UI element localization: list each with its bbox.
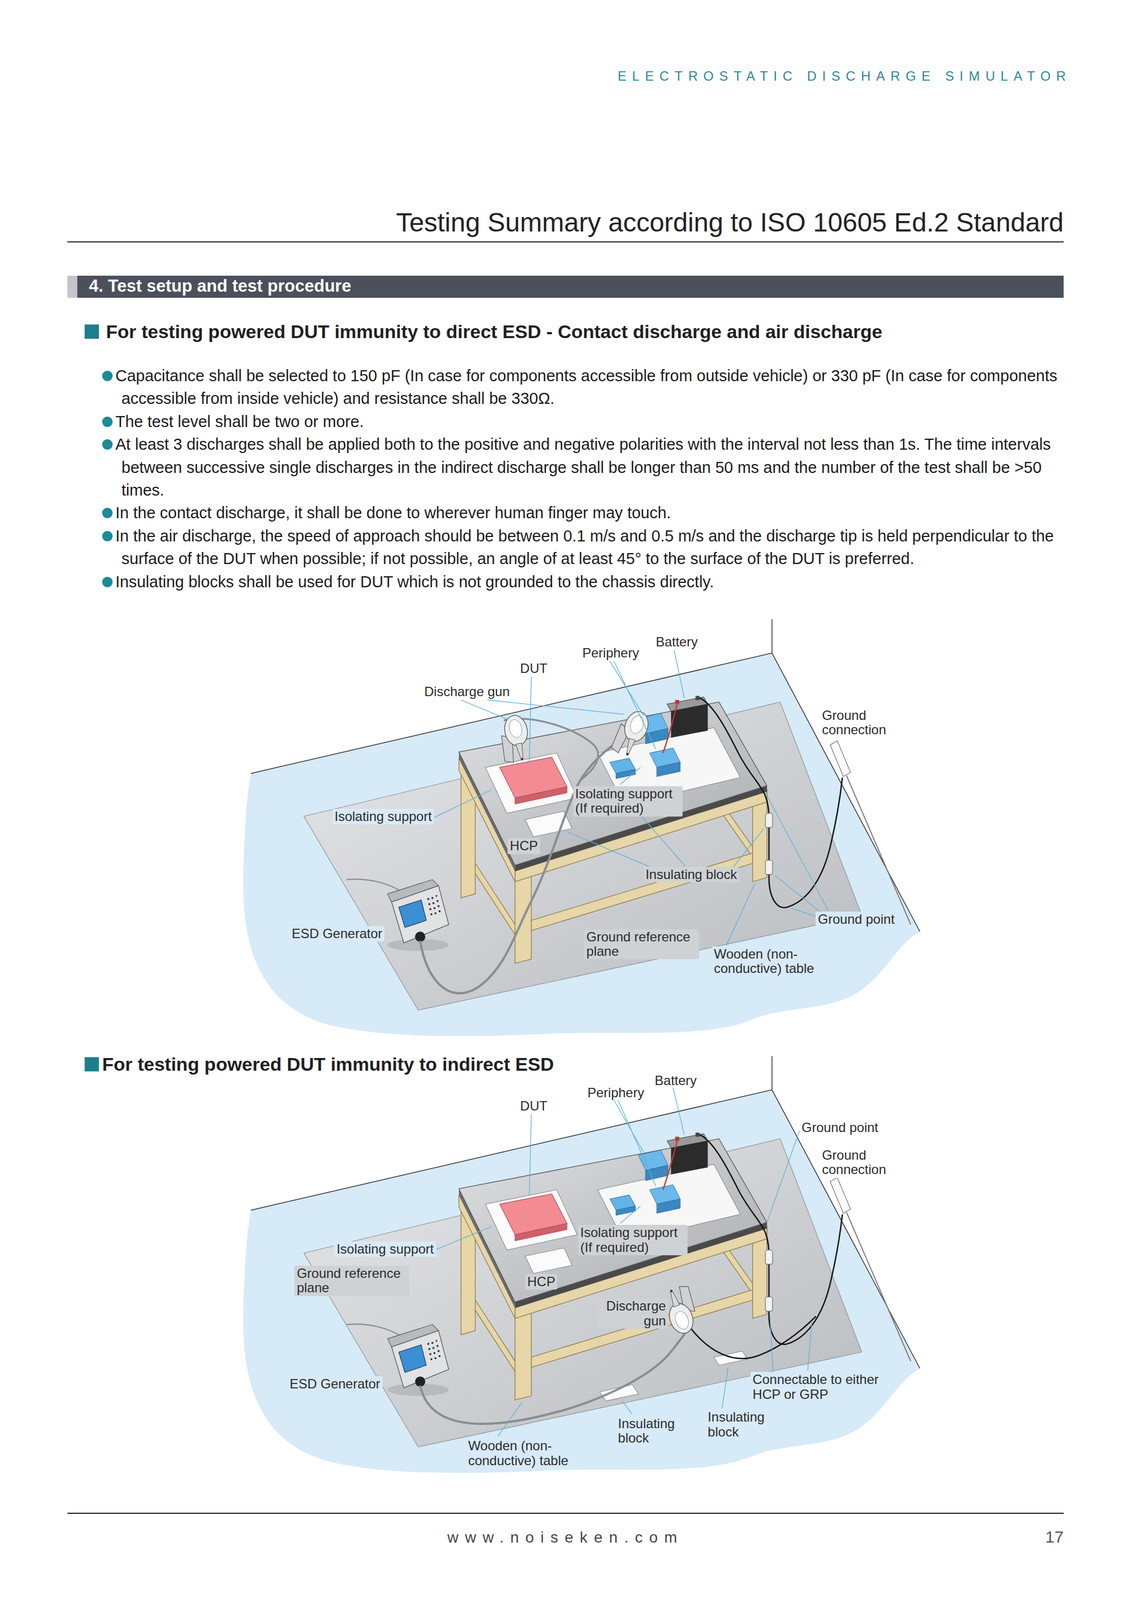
callout-label: Ground point <box>815 911 897 927</box>
callout-label: Isolating support (If required) <box>578 1224 688 1255</box>
bullet-text: At least 3 discharges shall be applied b… <box>115 435 1051 499</box>
bullet-item: In the contact discharge, it shall be do… <box>102 501 1064 525</box>
callout-label: Periphery <box>587 1085 645 1100</box>
callout-label: Ground reference plane <box>584 928 700 960</box>
callout-label: ESD Generator <box>287 1375 383 1392</box>
section-subheading: For testing powered DUT immunity to dire… <box>106 320 883 343</box>
generator-cable <box>420 1329 688 1424</box>
callout-label: DUT <box>520 661 548 676</box>
heading-square <box>84 1056 99 1071</box>
bullet-text: Capacitance shall be selected to 150 pF … <box>115 366 1057 408</box>
section-band: 4. Test setup and test procedure <box>67 275 1064 298</box>
callout-label: Insulating block <box>705 1408 776 1440</box>
callout-label: Wooden (non-conductive) table <box>711 945 855 977</box>
bullet-item: The test level shall be two or more. <box>102 410 1064 433</box>
section-subheading: For testing powered DUT immunity to indi… <box>102 1052 554 1076</box>
callout-label: HCP <box>525 1273 558 1289</box>
callout-label: Ground connection <box>819 707 896 738</box>
direct-esd-setup <box>242 619 920 1036</box>
callout-label: HCP <box>507 837 541 854</box>
bullet-text: In the air discharge, the speed of appro… <box>115 526 1054 568</box>
callout-label: Battery <box>655 634 698 649</box>
callout-label: Insulating block <box>643 866 739 882</box>
callout-label: Ground connection <box>819 1147 896 1178</box>
footer-url: www.noiseken.com <box>0 1527 1131 1547</box>
bullet-text: In the contact discharge, it shall be do… <box>115 503 671 522</box>
callout-label: DUT <box>520 1098 548 1113</box>
page-title: Testing Summary according to ISO 10605 E… <box>395 206 1064 239</box>
callout-label: Discharge gun <box>424 684 510 699</box>
bullet-dot <box>102 439 113 450</box>
running-header: ELECTROSTATIC DISCHARGE SIMULATOR <box>617 68 1072 85</box>
ground-wire <box>689 1316 816 1358</box>
callout-label: Battery <box>654 1073 697 1088</box>
callout-label: Isolating support (If required) <box>573 785 683 817</box>
page-number: 17 <box>1045 1526 1064 1547</box>
bullet-dot <box>102 576 113 588</box>
callout-label: Insulating block <box>615 1415 686 1446</box>
bullet-list: Capacitance shall be selected to 150 pF … <box>102 364 1064 594</box>
direct-esd-setup <box>242 619 920 1036</box>
insulating-block <box>599 1383 639 1401</box>
bullet-dot <box>102 370 113 382</box>
direct-esd-setup <box>610 706 652 759</box>
bullet-text: The test level shall be two or more. <box>115 412 364 431</box>
callout-label: Connectable to either HCP or GRP <box>750 1371 888 1402</box>
callout-label: Discharge gun <box>597 1297 669 1329</box>
bullet-item: In the air discharge, the speed of appro… <box>102 524 1064 571</box>
bullet-dot <box>102 507 113 519</box>
callout-label: Isolating support <box>332 808 435 824</box>
section-heading: 4. Test setup and test procedure <box>88 275 1064 297</box>
heading-square <box>84 324 99 339</box>
bullet-item: At least 3 discharges shall be applied b… <box>102 432 1064 502</box>
bullet-dot <box>102 416 113 427</box>
title-rule <box>67 241 1064 243</box>
bullet-dot <box>102 530 113 542</box>
callout-label: ESD Generator <box>289 925 385 942</box>
callout-label: Isolating support <box>334 1240 436 1257</box>
callout-label: Ground reference plane <box>294 1265 410 1296</box>
bullet-item: Capacitance shall be selected to 150 pF … <box>102 364 1064 411</box>
bullet-item: Insulating blocks shall be used for DUT … <box>102 570 1064 594</box>
callout-label: Periphery <box>582 645 639 660</box>
footer-rule <box>67 1512 1064 1514</box>
indirect-esd-setup <box>242 1055 920 1473</box>
callout-label: Ground point <box>799 1119 881 1135</box>
bullet-text: Insulating blocks shall be used for DUT … <box>115 572 715 591</box>
indirect-esd-setup <box>242 1055 920 1473</box>
direct-esd-setup <box>495 712 534 764</box>
callout-label: Wooden (non-conductive) table <box>466 1437 609 1468</box>
indirect-esd-setup <box>242 1055 920 1473</box>
